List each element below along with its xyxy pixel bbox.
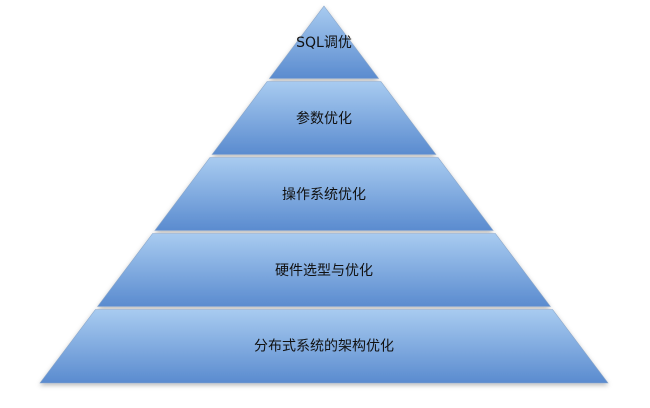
pyramid-layer-4 bbox=[96, 233, 552, 307]
pyramid-layer-5-label: 分布式系统的架构优化 bbox=[254, 339, 394, 355]
pyramid-layer-3-label: 操作系统优化 bbox=[282, 187, 366, 203]
pyramid-layers bbox=[39, 5, 609, 384]
pyramid-layer-5 bbox=[39, 309, 609, 384]
pyramid-layer-2-label: 参数优化 bbox=[296, 110, 352, 127]
pyramid-layer-4-label: 硬件选型与优化 bbox=[275, 263, 373, 279]
pyramid-layer-1 bbox=[268, 5, 380, 79]
pyramid-layer-1-label: SQL调优 bbox=[296, 35, 352, 51]
pyramid-layer-3 bbox=[154, 157, 494, 231]
pyramid-layer-2 bbox=[211, 81, 437, 155]
